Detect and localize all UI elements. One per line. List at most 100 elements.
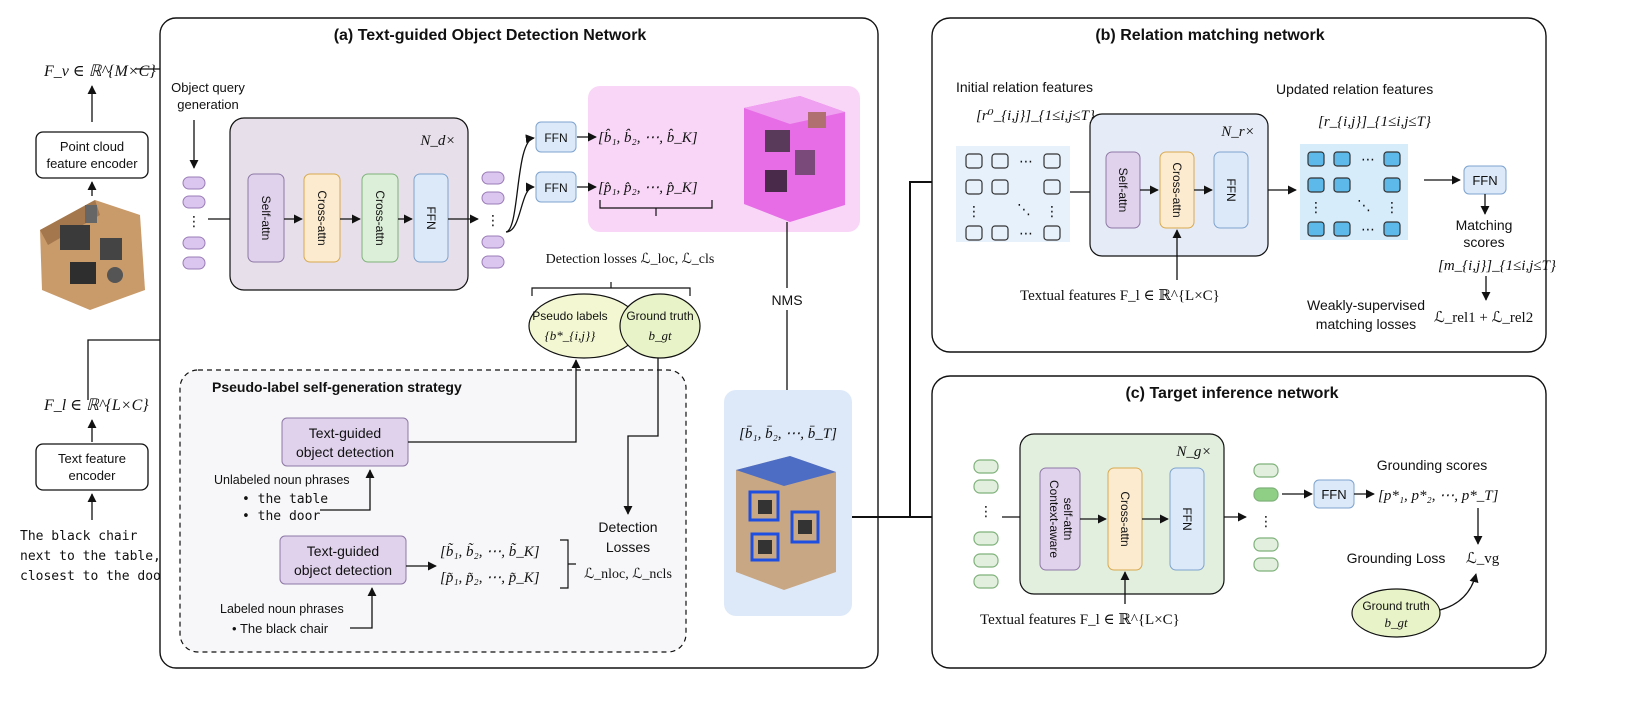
context-line1: Context-aware: [1047, 480, 1061, 558]
panel-a-title: (a) Text-guided Object Detection Network: [334, 27, 647, 44]
self-attn-block: [247, 173, 285, 263]
ffn-block: [413, 173, 449, 263]
updated-relation-label: Updated relation features: [1276, 81, 1433, 97]
fl-equation: F_l ∈ ℝ^{L×C}: [43, 397, 149, 414]
tgt-cross-attn-label: Cross-attn: [1118, 491, 1132, 546]
svg-text:⋮: ⋮: [979, 503, 993, 519]
updated-candidate-tokens: [1253, 463, 1279, 572]
pseudo-nloss-label: ℒ_nloc, ℒ_ncls: [584, 567, 672, 582]
updated-relation-grid: [1307, 151, 1401, 237]
svg-text:⋯: ⋯: [1019, 225, 1033, 241]
object-query-tokens: ⋮: [182, 176, 206, 270]
p-hat-vector: [p̂₁, p̂₂, ⋯, p̂_K]: [598, 180, 698, 196]
svg-text:⋮: ⋮: [1259, 513, 1273, 529]
r-label: [r_{i,j}]_{1≤i,j≤T}: [1318, 114, 1431, 130]
tgod-box-2: [279, 535, 407, 585]
tgod1-line2: object detection: [296, 444, 394, 460]
nms-scene-image: [736, 456, 836, 590]
tgod2-line1: Text-guided: [307, 543, 379, 559]
r0-label: [r⁰_{i,j}]_{1≤i,j≤T}: [976, 108, 1095, 124]
rel-textual-features: Textual features F_l ∈ ℝ^{L×C}: [1020, 288, 1220, 304]
cross-attn-label-1: Cross-attn: [315, 190, 329, 245]
cross-attn-block-2: [361, 173, 399, 263]
ng-label: N_g×: [1175, 444, 1211, 460]
panel-c-title: (c) Target inference network: [1125, 385, 1338, 402]
panel-b: (b) Relation matching network Initial re…: [931, 17, 1556, 353]
ground-truth-ellipse: [619, 293, 701, 359]
b-bar-vector: [b̄₁, b̄₂, ⋯, b̄_T]: [739, 426, 837, 442]
rel-ffn-label: FFN: [1224, 178, 1238, 201]
ffn-label: FFN: [424, 206, 438, 229]
pseudo-det-losses-line1: Detection: [598, 519, 657, 535]
sentence-line1: The black chair: [20, 529, 138, 544]
labeled-bullet-1: • The black chair: [232, 621, 329, 636]
b-tilde-vector: [b̃₁, b̃₂, ⋯, b̃_K]: [440, 543, 540, 560]
candidate-tokens: [973, 459, 999, 589]
detection-decoder-block: [229, 117, 469, 291]
weakly-line2: matching losses: [1316, 316, 1416, 332]
svg-text:⋮: ⋮: [1309, 199, 1323, 215]
p-star-vector: [p*₁, p*₂, ⋯, p*_T]: [1378, 488, 1499, 504]
ffn-b-box: [535, 121, 577, 153]
nms-label: NMS: [771, 292, 802, 308]
ffn-p-label: FFN: [544, 181, 567, 195]
grounding-loss-label: Grounding Loss: [1347, 550, 1446, 566]
rel-cross-attn-label: Cross-attn: [1170, 162, 1184, 217]
ffn-p-box: [535, 171, 577, 203]
initial-relation-label: Initial relation features: [956, 79, 1093, 95]
svg-text:⋮: ⋮: [967, 203, 981, 219]
svg-text:⋮: ⋮: [486, 212, 500, 228]
query-gen-line2: generation: [177, 97, 238, 112]
text-encoder-line2: encoder: [69, 468, 117, 483]
updated-query-tokens: ⋮: [481, 171, 505, 269]
unlabeled-bullet-2: • the door: [242, 509, 320, 524]
tgt-ground-truth-ellipse: [1351, 588, 1441, 638]
labeled-phrases-label: Labeled noun phrases: [220, 602, 344, 616]
unlabeled-phrases-label: Unlabeled noun phrases: [214, 473, 350, 487]
query-gen-line1: Object query: [171, 80, 245, 95]
point-encoder-line1: Point cloud: [60, 139, 124, 154]
panel-b-title: (b) Relation matching network: [1095, 27, 1324, 44]
tgt-ffn2-label: FFN: [1321, 487, 1346, 502]
pseudo-labels-line2: {b*_{i,j}}: [545, 328, 597, 343]
svg-text:⋱: ⋱: [1357, 197, 1371, 213]
svg-text:⋯: ⋯: [1361, 151, 1375, 167]
unlabeled-bullet-1: • the table: [242, 492, 328, 507]
sentence-line2: next to the table,: [20, 549, 161, 564]
point-cloud-scene-image: [40, 200, 145, 310]
matching-line2: scores: [1463, 234, 1504, 250]
rel-ffn2-label: FFN: [1472, 173, 1497, 188]
context-line2: self-attn: [1061, 498, 1075, 541]
panel-c: (c) Target inference network ⋮ N_g× Cont…: [931, 375, 1547, 669]
tgt-textual-features: Textual features F_l ∈ ℝ^{L×C}: [980, 612, 1180, 628]
self-attn-label: Self-attn: [259, 196, 273, 241]
lvg-label: ℒ_vg: [1466, 551, 1500, 567]
fv-equation: F_v ∈ ℝ^{M×C}: [43, 63, 156, 80]
point-encoder-line2: feature encoder: [46, 156, 138, 171]
pseudo-labels-line1: Pseudo labels: [532, 309, 607, 323]
pseudo-strategy-title: Pseudo-label self-generation strategy: [212, 379, 462, 395]
weakly-line1: Weakly-supervised: [1307, 297, 1425, 313]
tgt-gt-line1: Ground truth: [1362, 599, 1429, 613]
svg-text:⋮: ⋮: [187, 213, 201, 229]
ffn-b-label: FFN: [544, 131, 567, 145]
svg-text:⋮: ⋮: [1045, 203, 1059, 219]
ground-truth-line1: Ground truth: [626, 309, 693, 323]
b-hat-vector: [b̂₁, b̂₂, ⋯, b̂_K]: [598, 129, 698, 146]
tgt-gt-line2: b_gt: [1384, 615, 1408, 630]
point-cloud-encoder-box: [35, 131, 149, 179]
nr-label: N_r×: [1220, 124, 1254, 140]
grounding-scores-label: Grounding scores: [1377, 457, 1488, 473]
tgod1-line1: Text-guided: [309, 425, 381, 441]
initial-relation-grid: [965, 153, 1061, 241]
text-encoder-line1: Text feature: [58, 451, 126, 466]
svg-text:⋮: ⋮: [1385, 199, 1399, 215]
panel-a: (a) Text-guided Object Detection Network…: [159, 17, 879, 669]
svg-text:⋱: ⋱: [1017, 201, 1031, 217]
cross-attn-label-2: Cross-attn: [373, 190, 387, 245]
tgod2-line2: object detection: [294, 562, 392, 578]
svg-text:⋯: ⋯: [1019, 153, 1033, 169]
cross-attn-block-1: [303, 173, 341, 263]
svg-text:⋯: ⋯: [1361, 221, 1375, 237]
tgt-ffn-label: FFN: [1180, 507, 1194, 530]
